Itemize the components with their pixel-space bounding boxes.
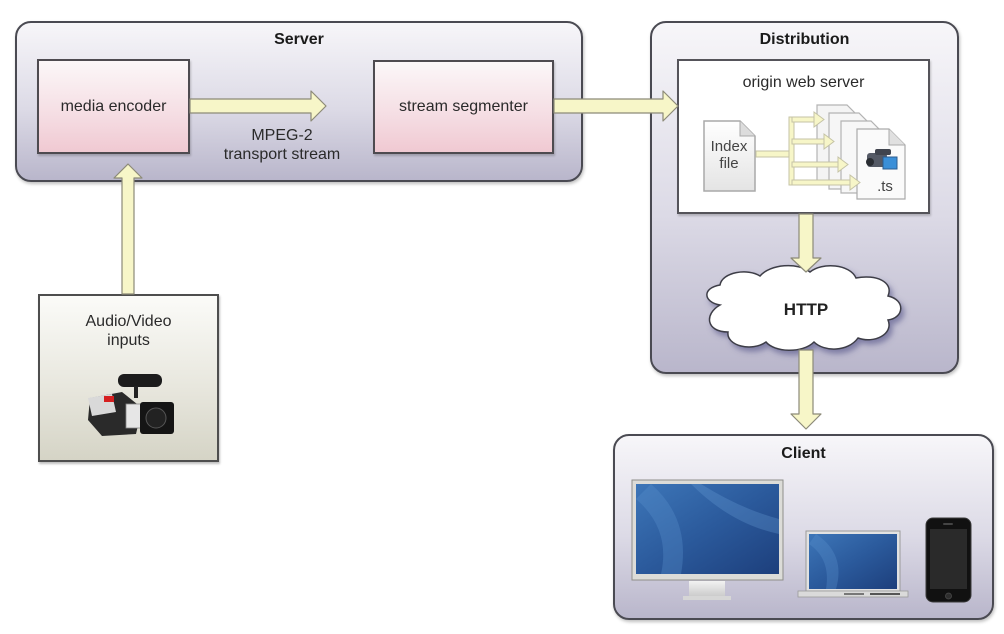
stream-segmenter-label: stream segmenter — [399, 98, 528, 115]
video-camera-icon — [866, 149, 898, 170]
index-file-label: Index file — [702, 138, 756, 172]
arrow-segmenter-to-origin — [553, 90, 679, 122]
smartphone-icon — [925, 517, 972, 603]
arrow-encoder-to-segmenter — [189, 90, 327, 122]
distribution-title: Distribution — [759, 31, 850, 48]
stream-segmenter-box: stream segmenter — [373, 60, 554, 154]
audio-video-inputs-label-line2: inputs — [107, 332, 150, 349]
arrow-http-to-client — [790, 349, 822, 430]
branch-arrow — [791, 111, 825, 128]
video-camera-icon — [88, 374, 174, 436]
branch-arrow — [791, 156, 849, 173]
http-cloud-icon — [706, 264, 902, 351]
index-file-label-line2: file — [719, 155, 739, 172]
ts-segment-label: .ts — [877, 178, 893, 195]
http-label: HTTP — [783, 300, 829, 319]
server-title: Server — [274, 31, 324, 48]
media-encoder-box: media encoder — [37, 59, 190, 154]
origin-web-server-label: origin web server — [742, 74, 865, 91]
media-encoder-label: media encoder — [60, 97, 167, 115]
arrow-origin-to-http — [790, 213, 822, 273]
index-file-icon — [703, 120, 756, 192]
transport-stream-label: MPEG-2 transport stream — [190, 126, 374, 164]
branch-arrow — [791, 133, 835, 150]
transport-stream-label-line1: MPEG-2 — [251, 127, 313, 144]
transport-stream-label-line2: transport stream — [223, 146, 341, 163]
index-file-label-line1: Index — [710, 138, 748, 155]
laptop-icon — [797, 530, 909, 598]
arrow-inputs-to-encoder — [113, 163, 143, 295]
branch-arrow — [791, 174, 861, 191]
desktop-monitor-icon — [631, 479, 784, 600]
audio-video-inputs-label-line1: Audio/Video — [85, 313, 172, 330]
audio-video-inputs-label: Audio/Video inputs — [40, 312, 217, 350]
client-title: Client — [781, 445, 826, 462]
